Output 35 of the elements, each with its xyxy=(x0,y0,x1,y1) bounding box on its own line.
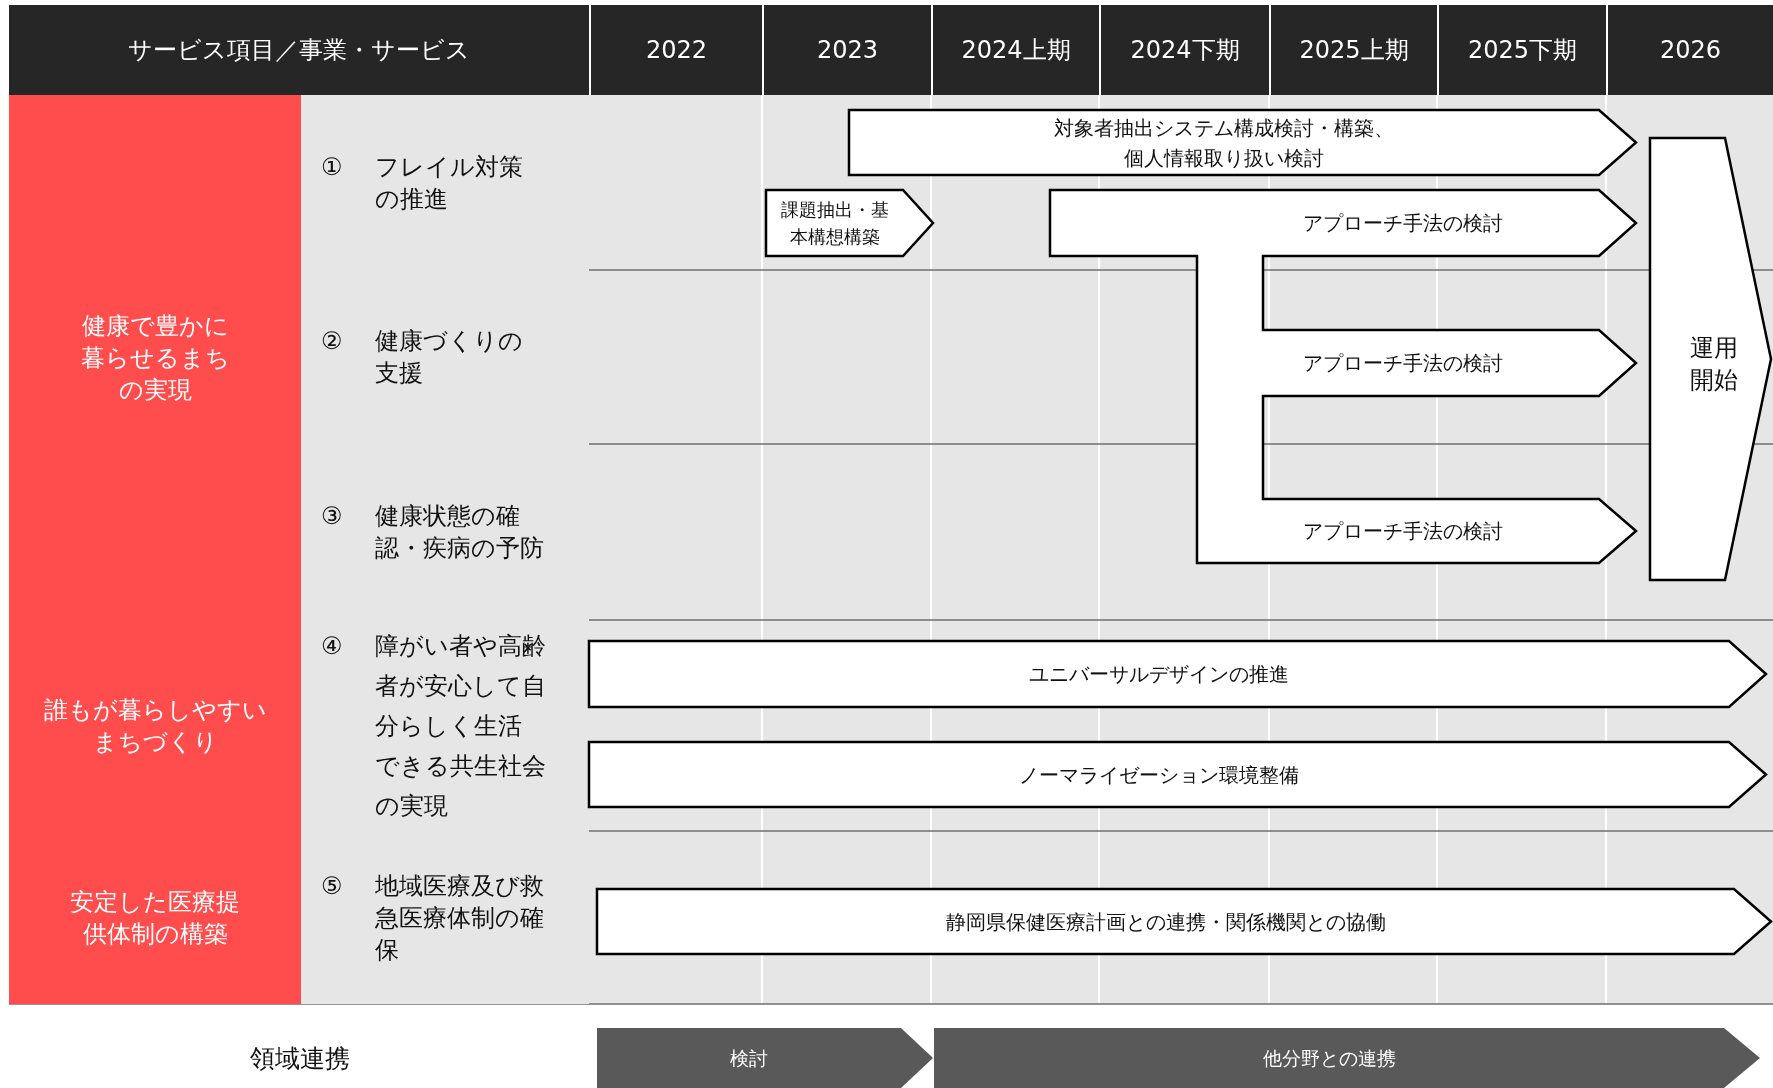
column-header: 2025上期 xyxy=(1269,5,1437,95)
item-number: ③ xyxy=(321,501,344,532)
item-title: 障がい者や高齢者が安心して自分らしく生活できる共生社会の実現 xyxy=(375,630,547,822)
arrow-label: 他分野との連携 xyxy=(1262,1045,1396,1071)
column-header: 2022 xyxy=(589,5,762,95)
category-panel xyxy=(9,95,301,620)
item-title: フレイル対策の推進 xyxy=(375,151,524,215)
item-number: ① xyxy=(321,151,344,183)
item-title: 健康づくりの支援 xyxy=(375,326,524,389)
item-number: ② xyxy=(321,326,344,357)
item-number: ④ xyxy=(321,630,344,662)
category-title: 安定した医療提供体制の構築 xyxy=(69,886,241,950)
arrow-label: アプローチ手法の検討 xyxy=(1303,209,1503,237)
item-number: ⑤ xyxy=(321,870,344,902)
column-header: 2024上期 xyxy=(931,5,1099,95)
column-header: サービス項目／事業・サービス xyxy=(9,5,589,95)
column-header: 2023 xyxy=(762,5,931,95)
row-label: 領域連携 xyxy=(250,1042,350,1075)
column-header: 2025下期 xyxy=(1437,5,1606,95)
arrow-label: 対象者抽出システム構成検討・構築、個人情報取り扱い検討 xyxy=(1053,114,1395,172)
arrow-label: アプローチ手法の検討 xyxy=(1303,349,1503,377)
arrow-label: 運用開始 xyxy=(1690,333,1738,396)
arrow-label: アプローチ手法の検討 xyxy=(1303,517,1503,545)
arrow-label: 静岡県保健医療計画との連携・関係機関との協働 xyxy=(945,908,1386,936)
category-title: 健康で豊かに暮らせるまちの実現 xyxy=(79,310,231,406)
category-panel xyxy=(9,831,301,1004)
arrow-label: 検討 xyxy=(730,1045,768,1071)
column-header: 2024下期 xyxy=(1099,5,1269,95)
category-title: 誰もが暮らしやすいまちづくり xyxy=(43,694,267,758)
item-title: 地域医療及び救急医療体制の確保 xyxy=(375,870,545,966)
item-title: 健康状態の確認・疾病の予防 xyxy=(375,501,545,564)
column-header: 2026 xyxy=(1606,5,1773,95)
arrow-label: 課題抽出・基本構想構築 xyxy=(780,198,889,249)
arrow-label: ユニバーサルデザインの推進 xyxy=(1029,661,1289,688)
arrow-label: ノーマライゼーション環境整備 xyxy=(1019,761,1299,789)
